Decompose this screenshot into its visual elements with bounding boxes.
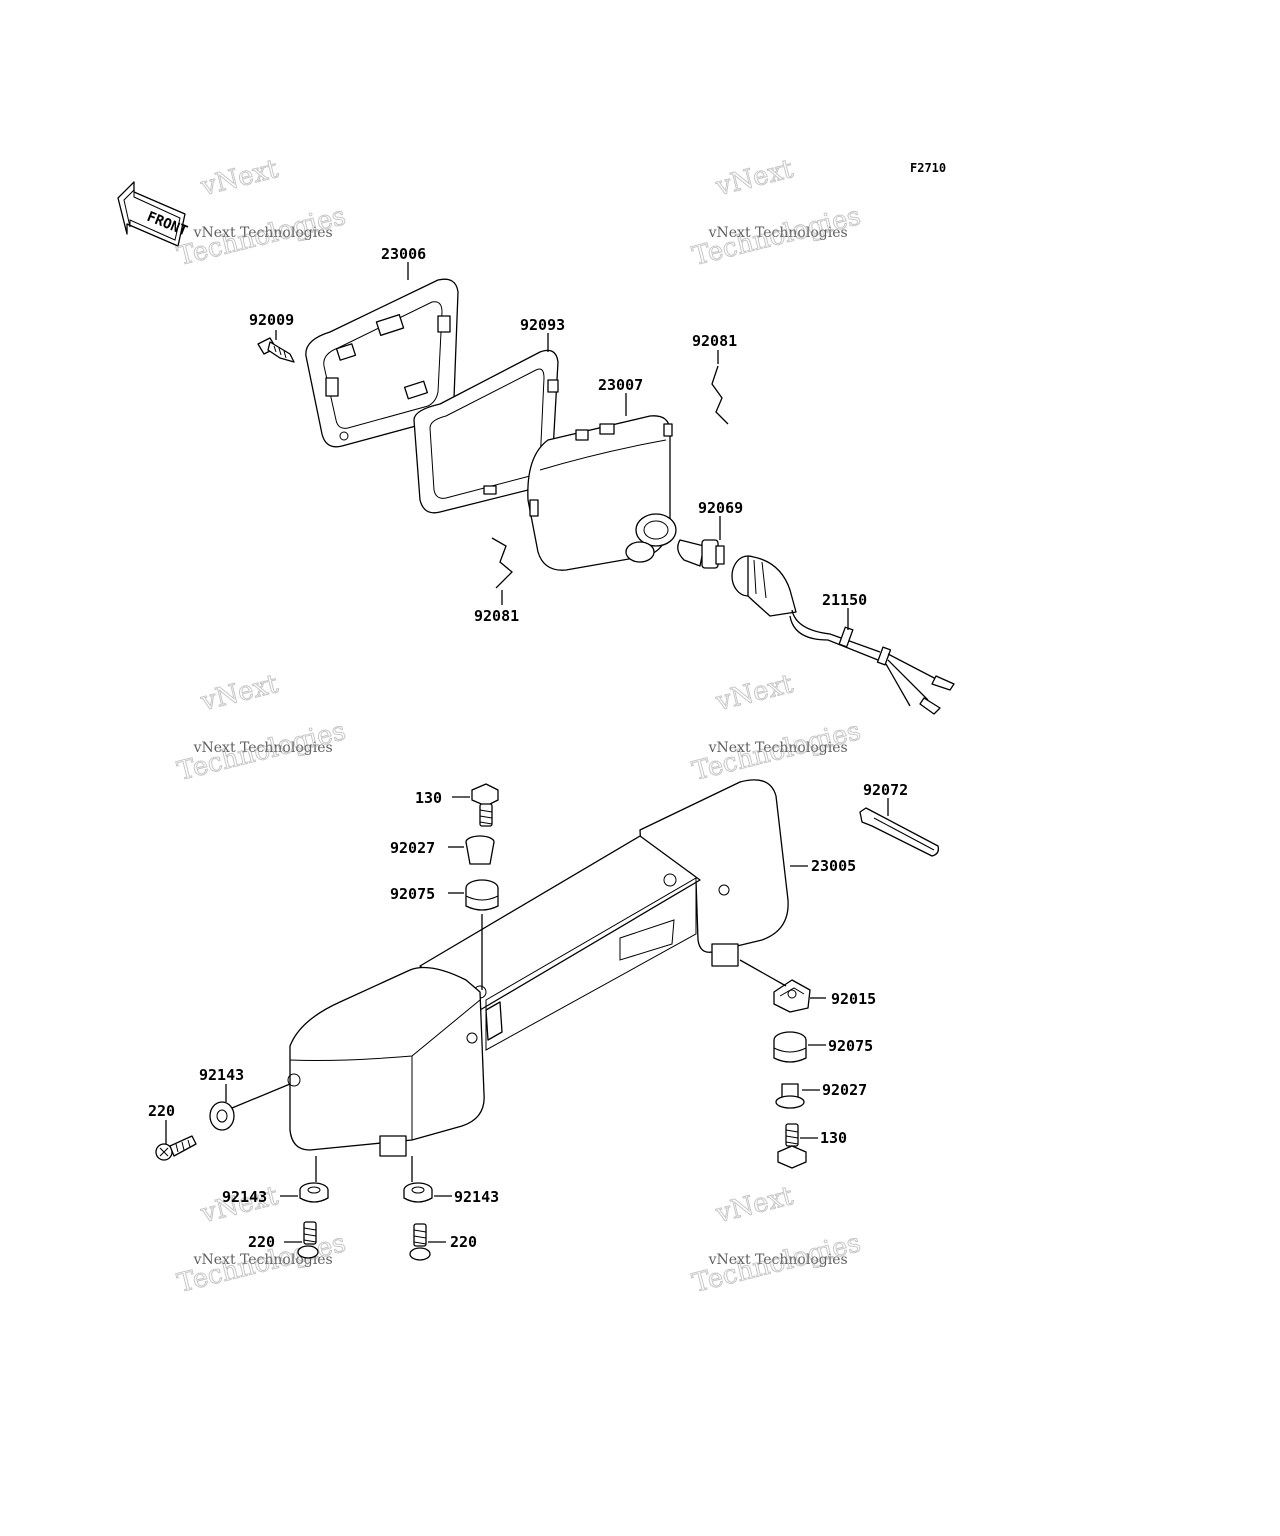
socket-harness-21150 [731, 555, 955, 715]
part-label-92027-lower: 92027 [822, 1081, 867, 1099]
part-label-21150: 21150 [822, 591, 867, 609]
lens-92093 [413, 349, 559, 514]
svg-text:vNext Technologies: vNext Technologies [708, 740, 848, 756]
part-label-92075-upper: 92075 [390, 885, 435, 903]
svg-text:vNext Technologies: vNext Technologies [708, 225, 848, 241]
part-label-92093: 92093 [520, 316, 565, 334]
collar-92027-lower [775, 1083, 805, 1109]
part-label-92081-upper: 92081 [692, 332, 737, 350]
part-label-92075-lower: 92075 [828, 1037, 873, 1055]
svg-text:Technologies: Technologies [689, 716, 863, 787]
part-label-220-left: 220 [148, 1102, 175, 1120]
grommet-92143-bottom-left [299, 1182, 329, 1203]
frame-23006 [305, 278, 459, 448]
svg-text:vNext Technologies: vNext Technologies [193, 1252, 333, 1268]
svg-text:vNext: vNext [197, 669, 281, 717]
part-label-23006: 23006 [381, 245, 426, 263]
svg-text:vNext: vNext [712, 154, 796, 202]
bulb-92069 [677, 539, 725, 569]
clip-92081-upper [711, 365, 729, 425]
housing-23007 [527, 415, 677, 571]
svg-text:vNext: vNext [712, 1181, 796, 1229]
part-label-92143-bottom-left: 92143 [222, 1188, 267, 1206]
part-label-92143-bottom-right: 92143 [454, 1188, 499, 1206]
svg-text:Technologies: Technologies [689, 201, 863, 272]
screw-220-left [155, 1135, 197, 1161]
screw-92009 [257, 337, 295, 363]
figure-code: F2710 [910, 161, 946, 175]
part-label-23005: 23005 [811, 857, 856, 875]
clip-92081-lower [491, 537, 513, 589]
grommet-92075-upper [465, 879, 499, 911]
svg-text:Technologies: Technologies [689, 1228, 863, 1299]
svg-text:Technologies: Technologies [174, 716, 348, 787]
svg-text:Technologies: Technologies [174, 201, 348, 272]
screw-220-bottom-right [409, 1223, 431, 1261]
part-label-220-bottom-right: 220 [450, 1233, 477, 1251]
collar-92027-upper [465, 835, 495, 865]
bracket-23005 [287, 779, 789, 1157]
part-label-92009: 92009 [249, 311, 294, 329]
bolt-130-upper [471, 783, 499, 827]
part-label-92015: 92015 [831, 990, 876, 1008]
svg-text:vNext: vNext [197, 154, 281, 202]
part-label-130-lower: 130 [820, 1129, 847, 1147]
part-label-92072: 92072 [863, 781, 908, 799]
svg-text:vNext Technologies: vNext Technologies [193, 225, 333, 241]
part-label-23007: 23007 [598, 376, 643, 394]
grommet-92143-bottom-right [403, 1182, 433, 1203]
svg-text:vNext: vNext [712, 669, 796, 717]
part-label-92081-lower: 92081 [474, 607, 519, 625]
grommet-92075-lower [773, 1031, 807, 1063]
part-label-130-upper: 130 [415, 789, 442, 807]
svg-text:vNext Technologies: vNext Technologies [708, 1252, 848, 1268]
screw-220-bottom-left [297, 1221, 319, 1259]
bolt-130-lower [777, 1123, 807, 1169]
part-label-92069: 92069 [698, 499, 743, 517]
part-label-92143-left: 92143 [199, 1066, 244, 1084]
cable-tie-92072 [859, 807, 940, 857]
part-label-92027-upper: 92027 [390, 839, 435, 857]
nut-clip-92015 [773, 979, 811, 1013]
grommet-92143-left [209, 1101, 235, 1131]
svg-text:vNext Technologies: vNext Technologies [193, 740, 333, 756]
front-arrow-icon: FRONT [117, 181, 190, 247]
part-label-220-bottom-left: 220 [248, 1233, 275, 1251]
part-labels: 23006 92009 92093 23007 92081 92081 9206… [148, 245, 908, 1251]
